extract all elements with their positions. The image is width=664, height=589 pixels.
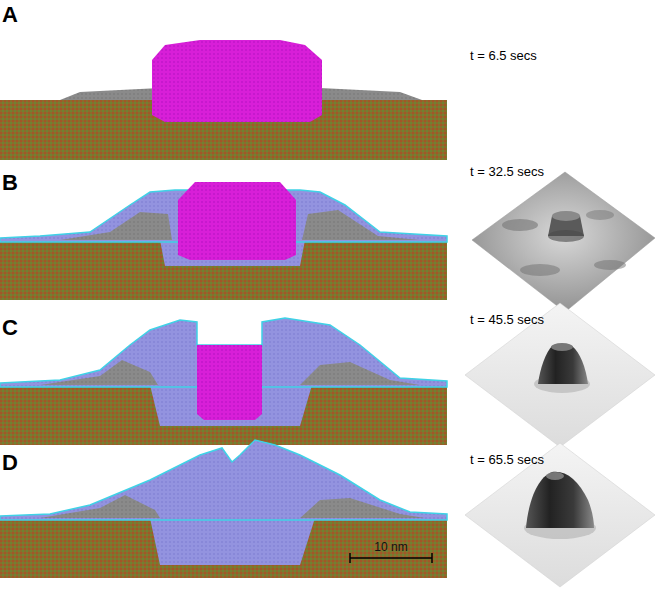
surface-render-c — [465, 303, 655, 447]
surface-render-d — [465, 443, 655, 587]
panel-letter: B — [2, 170, 18, 196]
time-label: t = 45.5 secs — [470, 312, 544, 327]
panel-letter: C — [2, 315, 18, 341]
panel-letter: D — [2, 450, 18, 476]
time-label: t = 6.5 secs — [470, 48, 537, 63]
panel-c-section — [0, 318, 447, 445]
panel-letter: A — [2, 2, 18, 28]
panel-a-section — [0, 40, 447, 160]
scale-bar-label: 10 nm — [374, 540, 407, 554]
panel-d-section — [0, 440, 447, 578]
surface-render-b — [472, 172, 655, 312]
time-label: t = 65.5 secs — [470, 452, 544, 467]
panel-b-section — [0, 182, 447, 300]
time-label: t = 32.5 secs — [470, 164, 544, 179]
